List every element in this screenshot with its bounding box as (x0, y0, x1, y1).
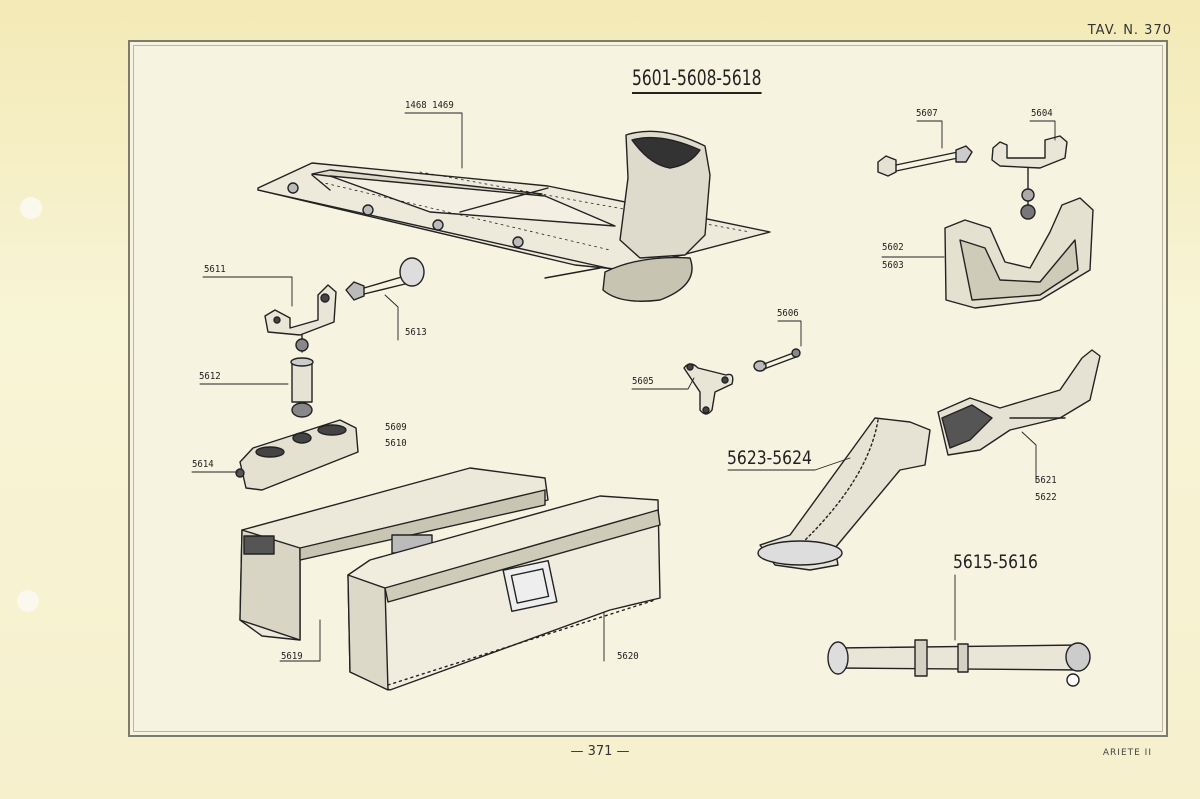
battery-box-5620-part (347, 495, 661, 691)
battery-box-5619-part (239, 467, 549, 641)
duct-5623-part (757, 417, 931, 571)
model-name: ARIETE II (1102, 748, 1152, 758)
callout-5602: 5602 (882, 242, 904, 253)
callout-5621: 5621 (1035, 475, 1057, 486)
bracket-5604-part (991, 135, 1068, 220)
pin-5612-part (290, 357, 314, 418)
punch-hole-top (20, 197, 42, 219)
callout-5605: 5605 (632, 376, 654, 387)
block-5609-part (235, 419, 359, 491)
bracket-5611-part (264, 284, 337, 353)
leader-lines (191, 112, 1056, 662)
callout-5622: 5622 (1035, 492, 1057, 503)
page-number: — 371 — (570, 744, 630, 759)
bolt-5613-part (345, 257, 425, 301)
bolt-5607-part (877, 145, 973, 177)
drawing-frame-inner (133, 45, 1163, 732)
screw-5606-part (753, 348, 801, 372)
plate-number: TAV. N. 370 (1087, 23, 1172, 38)
callout-5620: 5620 (617, 651, 639, 662)
callout-5623-5624: 5623-5624 (727, 447, 812, 469)
punch-hole-bottom (17, 590, 39, 612)
callout-5615-5616: 5615-5616 (953, 551, 1038, 573)
callout-5606: 5606 (777, 308, 799, 319)
callout-5612: 5612 (199, 371, 221, 382)
support-5602-part (944, 197, 1094, 309)
tube-5615-part (827, 639, 1091, 687)
air-duct-boot-part (602, 130, 711, 302)
callout-5613: 5613 (405, 327, 427, 338)
duct-5621-part (937, 349, 1101, 456)
plate-5605-part (683, 363, 734, 415)
callout-1468-1469: 1468 1469 (405, 100, 454, 111)
callout-5611: 5611 (204, 264, 226, 275)
callout-5604: 5604 (1031, 108, 1053, 119)
callout-5614: 5614 (192, 459, 214, 470)
callout-5610: 5610 (385, 438, 407, 449)
callout-5619: 5619 (281, 651, 303, 662)
callout-5607: 5607 (916, 108, 938, 119)
callout-5609: 5609 (385, 422, 407, 433)
plate-title: 5601-5608-5618 (632, 66, 762, 94)
callout-5603: 5603 (882, 260, 904, 271)
